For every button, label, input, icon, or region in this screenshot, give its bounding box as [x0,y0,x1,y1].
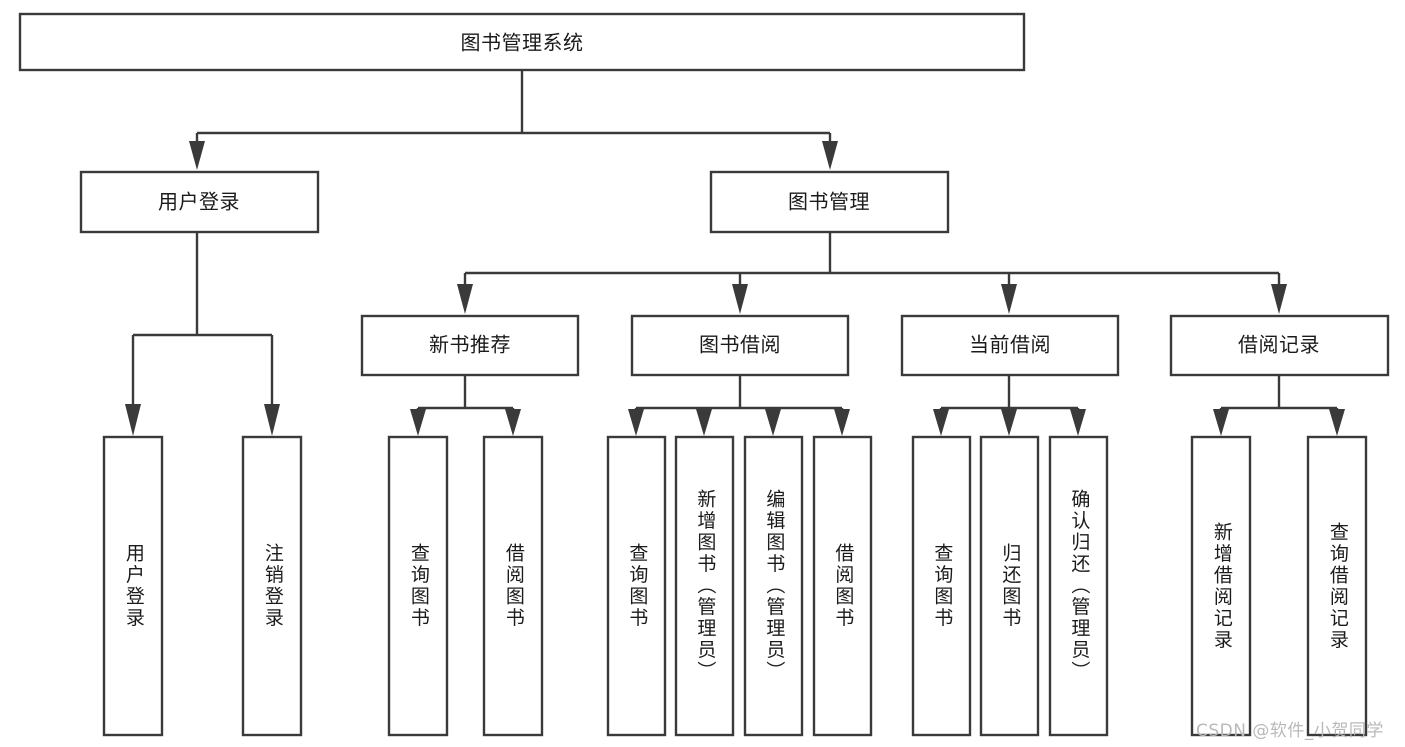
node-leaf-return-book[interactable] [979,435,1040,737]
arrow-head-leaf-return-book [1001,409,1017,436]
node-root[interactable] [18,12,1026,72]
connector-group-root [189,70,838,170]
arrow-head-book-manage [822,141,838,170]
arrow-head-leaf-borrow-book-2 [834,409,850,436]
node-borrow-record[interactable] [1169,314,1390,377]
node-leaf-add-record[interactable] [1190,435,1252,737]
node-user-login-label: 用户登录 [158,190,240,214]
node-leaf-confirm-return[interactable] [1048,435,1109,737]
connector-group-new-book-recommend [410,375,521,436]
connector-group-user-login [125,232,280,436]
arrow-head-leaf-borrow-book-1 [505,409,521,436]
node-leaf-borrow-book-2[interactable] [812,435,873,737]
arrow-head-user-login [189,141,205,170]
arrow-head-leaf-query-book-1 [410,409,426,436]
arrow-head-borrow-record [1271,284,1287,314]
arrow-head-leaf-add-record [1213,409,1229,436]
arrow-head-leaf-user-logout [264,404,280,436]
node-user-login[interactable] [79,170,320,234]
arrow-head-leaf-query-record [1329,409,1345,436]
connector-group-book-borrow [628,375,850,436]
node-leaf-add-book[interactable] [674,435,735,737]
node-leaf-user-login[interactable] [102,435,164,737]
arrow-head-book-borrow [732,284,748,314]
node-current-borrow-label: 当前借阅 [969,333,1051,357]
node-book-manage[interactable] [709,170,950,234]
node-current-borrow[interactable] [900,314,1120,377]
connector-group-book-manage [457,232,1287,314]
arrow-head-leaf-add-book [696,409,712,436]
node-leaf-user-logout[interactable] [241,435,303,737]
connector-group-current-borrow [933,375,1086,436]
node-book-borrow-label: 图书借阅 [699,333,781,357]
node-borrow-record-label: 借阅记录 [1238,333,1320,357]
node-new-book-recommend-label: 新书推荐 [429,333,511,357]
node-leaf-query-record[interactable] [1306,435,1368,737]
arrow-head-new-book-recommend [457,284,473,314]
node-leaf-edit-book[interactable] [743,435,804,737]
arrow-head-leaf-confirm-return [1070,409,1086,436]
node-new-book-recommend[interactable] [360,314,580,377]
node-book-manage-label: 图书管理 [788,190,870,214]
arrow-head-leaf-query-book-2 [628,409,644,436]
node-leaf-borrow-book-1[interactable] [482,435,544,737]
node-leaf-query-book-2[interactable] [606,435,667,737]
arrow-head-leaf-query-book-3 [933,409,949,436]
arrow-head-current-borrow [1001,284,1017,314]
node-leaf-query-book-1[interactable] [387,435,449,737]
arrow-head-leaf-user-login [125,404,141,436]
arrow-head-leaf-edit-book [765,409,781,436]
watermark-text: CSDN @软件_小贺同学 [1196,721,1384,741]
node-leaf-query-book-3[interactable] [911,435,972,737]
node-book-borrow[interactable] [630,314,850,377]
node-root-label: 图书管理系统 [461,31,584,55]
connector-group-borrow-record [1213,375,1345,436]
